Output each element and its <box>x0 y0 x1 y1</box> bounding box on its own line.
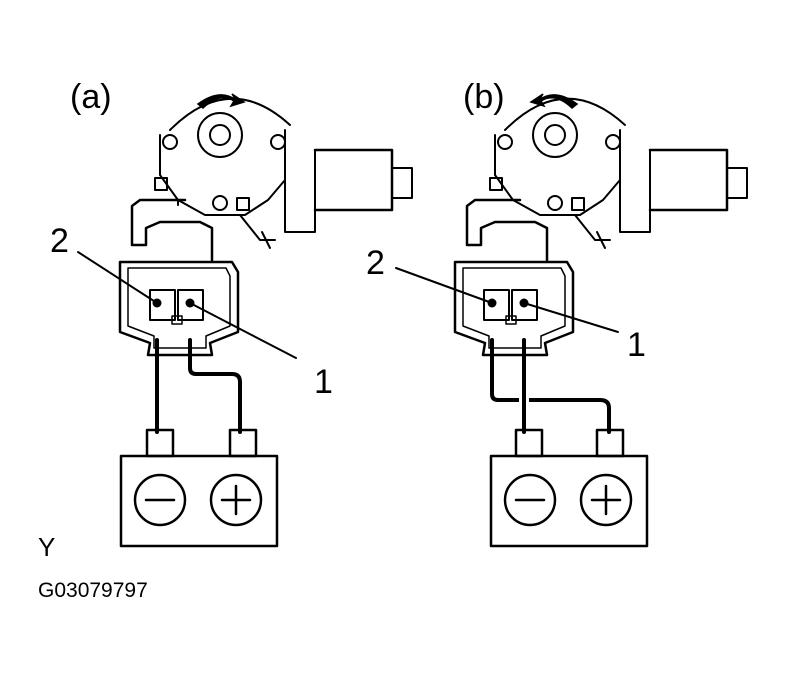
window-regulator-motor-a <box>154 97 413 249</box>
connector-a <box>118 198 240 357</box>
wire-positive-a <box>188 338 242 434</box>
terminal-1-label-b: 1 <box>627 326 646 364</box>
window-regulator-motor-b <box>489 97 748 249</box>
battery-a <box>119 428 279 548</box>
battery-b <box>489 428 649 548</box>
leader-line-2-b <box>395 267 493 304</box>
panel-b-label: (b) <box>463 78 505 116</box>
terminal-1-label-a: 1 <box>314 363 333 401</box>
panel-a: (a) <box>50 78 413 548</box>
terminal-2-label-b: 2 <box>366 244 385 282</box>
negative-terminal-icon <box>133 473 187 527</box>
corner-mark: Y <box>38 532 55 562</box>
connector-b <box>453 198 575 357</box>
leader-line-1-b <box>523 302 619 333</box>
wire-to-positive-b <box>490 338 611 434</box>
rotation-arrow-cw-icon <box>196 93 246 109</box>
leader-line-2-a <box>77 251 158 304</box>
negative-terminal-icon <box>503 473 557 527</box>
positive-terminal-icon <box>579 473 633 527</box>
terminal-2-label-a: 2 <box>50 222 69 260</box>
positive-terminal-icon <box>209 473 263 527</box>
rotation-arrow-ccw-icon <box>529 93 579 109</box>
figure-code: G03079797 <box>38 579 148 602</box>
panel-a-label: (a) <box>70 78 112 116</box>
panel-b: (b) <box>366 78 748 548</box>
leader-line-1-a <box>189 302 297 359</box>
